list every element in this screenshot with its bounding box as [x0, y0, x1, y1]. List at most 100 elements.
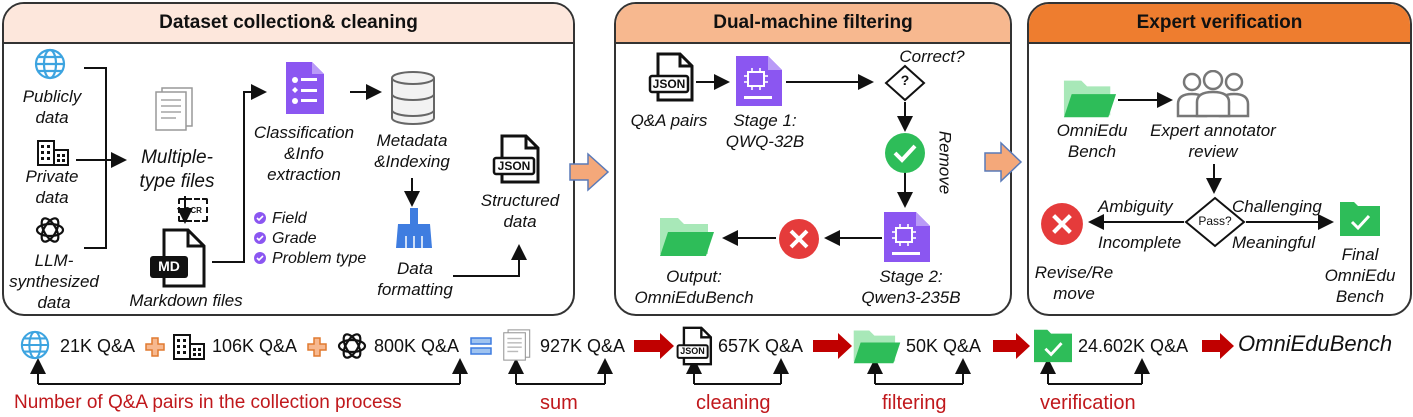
private-data-label: Private data: [25, 167, 79, 207]
filtering-label: filtering: [882, 392, 947, 414]
markdown-badge: MD: [158, 258, 180, 274]
json-badge-structured: JSON: [497, 159, 531, 173]
pipeline-json-badge: JSON: [680, 346, 705, 356]
collection-process-label: Number of Q&A pairs in the collection pr…: [14, 392, 402, 413]
count-filtering: 50K Q&A: [906, 336, 982, 356]
pipeline-folder-icon: [853, 330, 901, 364]
publicly-data-label: Publicly data: [22, 87, 82, 127]
documents-icon: [155, 87, 193, 131]
bench-folder-icon: [1063, 80, 1117, 118]
pass-diamond-icon: [1184, 196, 1246, 248]
remove-label: Remove: [935, 130, 955, 195]
qa-json-icon: [648, 52, 694, 102]
count-sum: 927K Q&A: [540, 336, 626, 356]
qa-pairs-label: Q&A pairs: [630, 111, 708, 130]
red-arrow-2: [813, 333, 852, 359]
pass-label: Pass?: [1198, 214, 1232, 228]
count-verification: 24.602K Q&A: [1078, 336, 1189, 356]
pipeline-json-icon: [676, 326, 713, 366]
field-check-icon: [254, 212, 266, 224]
problem-type-label: Problem type: [272, 250, 367, 267]
pipeline-llm-icon: [337, 333, 367, 359]
verification-bracket: [1040, 358, 1150, 385]
filtering-panel: Dual-machine filtering: [614, 2, 1012, 316]
collection-panel-header: Dataset collection& cleaning: [4, 4, 573, 44]
red-arrow-4: [1202, 333, 1234, 359]
filtering-panel-header: Dual-machine filtering: [616, 4, 1010, 44]
count-cleaning: 657K Q&A: [718, 336, 804, 356]
plus-icon-2: [307, 337, 327, 357]
llm-data-label: LLM- synthesized data: [9, 251, 99, 312]
json-file-icon: [492, 134, 540, 184]
sum-label: sum: [540, 392, 578, 414]
meaningful-label: Meaningful: [1232, 233, 1316, 252]
count-public: 21K Q&A: [60, 336, 136, 356]
qa-json-badge: JSON: [652, 77, 686, 91]
checklist-icon: [286, 62, 324, 114]
filtering-panel-title: Dual-machine filtering: [713, 12, 913, 33]
red-arrow-3: [993, 333, 1030, 359]
llm-logo-icon: [35, 217, 65, 243]
red-arrows: [634, 333, 1234, 359]
final-bench-label: Final OmniEdu Bench: [1324, 245, 1396, 306]
collection-panel-title: Dataset collection& cleaning: [159, 12, 418, 33]
filtering-bracket: [867, 358, 971, 385]
pipeline-documents-icon: [503, 329, 531, 361]
arrow-markdown-to-classification: [212, 84, 267, 263]
revise-remove-label: Revise/Re move: [1034, 263, 1114, 303]
decision-diamond-icon: [884, 64, 926, 102]
reject-x-icon: [779, 219, 819, 259]
decision-question-mark: ?: [900, 72, 910, 88]
plus-icon-1: [145, 337, 165, 357]
markdown-file-icon: [150, 228, 206, 288]
grade-check-icon: [254, 232, 266, 244]
field-label: Field: [272, 210, 307, 227]
output-folder-icon: [660, 218, 714, 256]
revise-x-icon: [1041, 203, 1083, 245]
pipeline-globe-icon: [20, 330, 50, 360]
red-arrow-1: [634, 333, 674, 359]
problem-type-check-icon: [254, 252, 266, 264]
stage1-model-icon: [736, 56, 782, 106]
verification-panel-header: Expert verification: [1029, 4, 1410, 44]
panel-arrow-2: [984, 141, 1023, 183]
incomplete-label: Incomplete: [1098, 233, 1182, 252]
arrow-formatting-to-structured: [453, 244, 527, 277]
classification-label: Classification &Info extraction: [253, 123, 355, 184]
omniedu-bench-label: OmniEdu Bench: [1056, 121, 1128, 161]
pipeline-check-folder-icon: [1034, 329, 1072, 363]
building-icon: [37, 140, 69, 166]
count-private: 106K Q&A: [212, 336, 298, 356]
challenging-label: Challenging: [1232, 197, 1322, 216]
markdown-files-label: Markdown files: [129, 291, 243, 310]
source-bracket: [76, 67, 127, 249]
correct-question-label: Correct?: [899, 47, 965, 66]
collection-bracket: [30, 358, 468, 385]
stage1-label: Stage 1: QWQ-32B: [725, 111, 805, 151]
globe-icon: [34, 48, 66, 80]
equals-icon: [470, 337, 492, 355]
approve-check-icon: [885, 133, 925, 173]
cleaning-label: cleaning: [696, 392, 771, 414]
verification-panel: Expert verification: [1027, 2, 1412, 316]
ocr-icon: OCR: [178, 198, 208, 222]
expert-review-label: Expert annotator review: [1150, 121, 1276, 161]
broom-icon: [396, 208, 432, 248]
final-bench-name: OmniEduBench: [1238, 331, 1393, 356]
expert-group-icon: [1176, 70, 1250, 118]
verification-panel-title: Expert verification: [1136, 12, 1303, 33]
grade-label: Grade: [272, 230, 317, 247]
sum-bracket: [508, 358, 613, 385]
ocr-label: OCR: [184, 205, 202, 215]
ambiguity-label: Ambiguity: [1098, 197, 1173, 216]
panel-arrow-1: [569, 152, 610, 192]
structured-data-label: Structured data: [480, 191, 560, 231]
output-label: Output: OmniEduBench: [634, 267, 754, 307]
data-formatting-label: Data formatting: [377, 259, 453, 299]
final-folder-check-icon: [1340, 202, 1380, 236]
multiple-type-files-label: Multiple- type files: [139, 147, 215, 192]
stage2-model-icon: [884, 212, 930, 262]
verification-label: verification: [1040, 392, 1136, 414]
count-llm: 800K Q&A: [374, 336, 460, 356]
